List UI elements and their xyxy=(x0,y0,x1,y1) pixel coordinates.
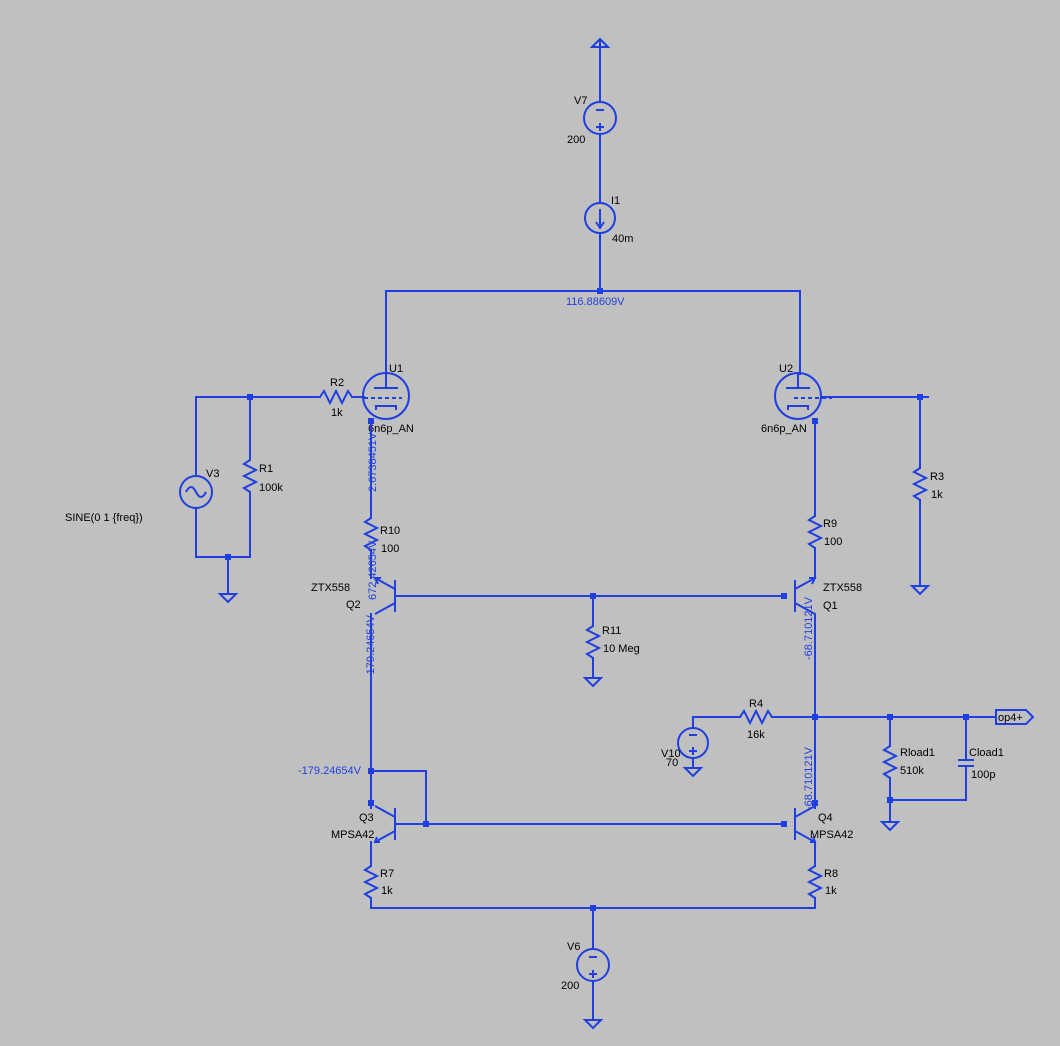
transistor-q4[interactable]: Q4 MPSA42 xyxy=(794,805,853,843)
r1-value: 100k xyxy=(259,482,283,494)
v10-name: V10 xyxy=(661,748,681,760)
r11-name: R11 xyxy=(602,625,621,637)
v7-supply[interactable]: V7 200 xyxy=(567,37,617,146)
ground-symbol xyxy=(879,821,901,832)
resistor-symbol xyxy=(881,745,899,779)
resistor-r8[interactable]: R8 1k xyxy=(806,865,838,899)
r9-value: 100 xyxy=(824,536,842,548)
q3-node-voltage: -179.24654V xyxy=(298,765,362,777)
output-port-op4[interactable]: op4+ xyxy=(995,709,1035,725)
top-node-voltage: 116.88609V xyxy=(566,296,625,308)
r7-value: 1k xyxy=(381,885,393,897)
q2-name: Q2 xyxy=(346,599,361,611)
r4-value: 16k xyxy=(747,729,765,741)
port-label: op4+ xyxy=(998,712,1023,724)
ground-symbol xyxy=(682,767,704,778)
v10-value: 70 xyxy=(666,757,678,769)
resistor-symbol xyxy=(911,467,929,501)
r4-name: R4 xyxy=(749,698,763,710)
r3-value: 1k xyxy=(931,489,943,501)
q4-model: MPSA42 xyxy=(810,829,853,841)
r3-name: R3 xyxy=(930,471,944,483)
resistor-r4[interactable]: R4 16k xyxy=(739,698,773,741)
transistor-q3[interactable]: Q3 MPSA42 xyxy=(331,805,396,843)
r10-value: 100 xyxy=(381,543,399,555)
r11-value: 10 Meg xyxy=(603,643,640,655)
u1-cathode-voltage: 2.6738451V xyxy=(367,432,379,492)
q1-collector-voltage: -68.710121V xyxy=(803,596,815,660)
v6-value: 200 xyxy=(561,980,579,992)
resistor-r2[interactable]: R2 1k xyxy=(319,377,353,419)
v3-name: V3 xyxy=(206,468,219,480)
q3-name: Q3 xyxy=(359,812,374,824)
u1-name: U1 xyxy=(389,363,403,375)
resistor-symbol xyxy=(739,708,773,726)
r8-value: 1k xyxy=(825,885,837,897)
rload1-name: Rload1 xyxy=(900,747,935,759)
q4-name: Q4 xyxy=(818,812,833,824)
v3-value: SINE(0 1 {freq}) xyxy=(65,512,143,524)
cload1-value: 100p xyxy=(971,769,995,781)
transistor-q2[interactable]: ZTX558 Q2 xyxy=(311,577,396,615)
q4-collector-voltage: -68.710121V xyxy=(803,746,815,810)
tube-u2[interactable]: U2 6n6p_AN xyxy=(761,363,832,435)
resistor-r10[interactable]: R10 100 xyxy=(362,517,400,555)
q2-emitter-voltage: 672.42654V xyxy=(367,540,379,600)
v7-value: 200 xyxy=(567,134,585,146)
v6-name: V6 xyxy=(567,941,580,953)
resistor-symbol xyxy=(362,865,380,899)
resistor-symbol xyxy=(241,459,259,493)
resistor-r9[interactable]: R9 100 xyxy=(806,515,842,549)
voltage-source-v6[interactable]: V6 200 xyxy=(561,941,610,992)
rload1-value: 510k xyxy=(900,765,924,777)
cload1-name: Cload1 xyxy=(969,747,1004,759)
v7-name: V7 xyxy=(574,95,587,107)
resistor-symbol xyxy=(806,515,824,549)
resistor-r7[interactable]: R7 1k xyxy=(362,865,394,899)
r2-value: 1k xyxy=(331,407,343,419)
voltage-source-v10[interactable]: V10 70 xyxy=(661,727,709,769)
transistor-q1[interactable]: ZTX558 Q1 xyxy=(794,577,862,615)
i1-value: 40m xyxy=(612,233,633,245)
r7-name: R7 xyxy=(380,868,394,880)
ground-symbol xyxy=(582,677,604,688)
r9-name: R9 xyxy=(823,518,837,530)
i1-current-source[interactable]: I1 40m xyxy=(584,195,633,245)
q3-model: MPSA42 xyxy=(331,829,374,841)
q1-name: Q1 xyxy=(823,600,838,612)
r10-name: R10 xyxy=(380,525,400,537)
resistor-symbol xyxy=(806,865,824,899)
r2-name: R2 xyxy=(330,377,344,389)
u2-model: 6n6p_AN xyxy=(761,423,807,435)
resistor-symbol xyxy=(319,388,353,406)
resistor-symbol xyxy=(584,625,602,659)
port-flag-symbol xyxy=(995,709,1035,725)
resistor-r11[interactable]: R11 10 Meg xyxy=(584,625,640,659)
u2-name: U2 xyxy=(779,363,793,375)
ground-symbol xyxy=(909,585,931,596)
i1-name: I1 xyxy=(611,195,620,207)
resistor-r3[interactable]: R3 1k xyxy=(911,467,944,501)
q1-model: ZTX558 xyxy=(823,582,862,594)
resistor-r1[interactable]: R1 100k xyxy=(241,459,283,494)
r1-name: R1 xyxy=(259,463,273,475)
ground-symbol xyxy=(582,1019,604,1030)
ground-symbol xyxy=(217,593,239,604)
capacitor-cload1[interactable]: Cload1 100p xyxy=(958,747,1004,781)
u1-model: 6n6p_AN xyxy=(368,423,414,435)
q2-model: ZTX558 xyxy=(311,582,350,594)
resistor-rload1[interactable]: Rload1 510k xyxy=(881,745,935,779)
r8-name: R8 xyxy=(824,868,838,880)
resistor-symbol xyxy=(362,517,380,551)
